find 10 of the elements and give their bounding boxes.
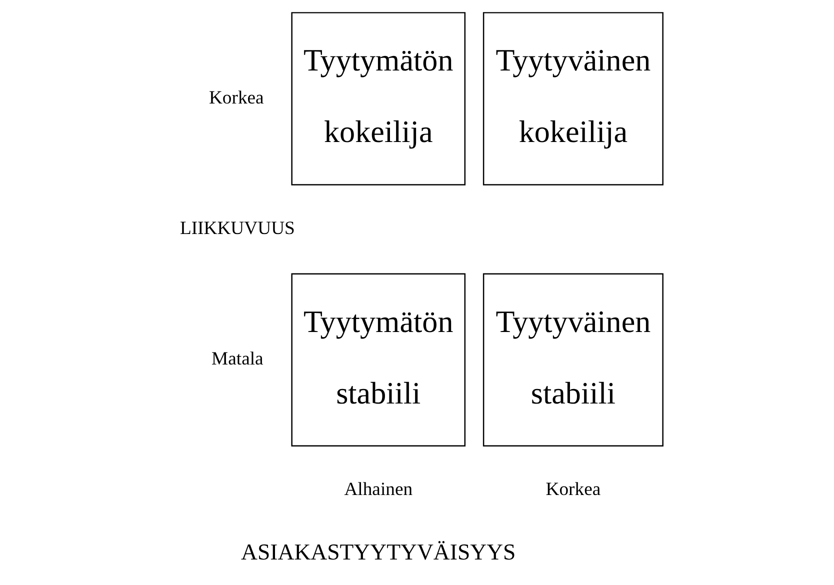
- label: Matala: [211, 348, 263, 370]
- label: ASIAKASTYYTYVÄISYYS: [240, 539, 516, 564]
- node-box: Tyytymätön kokeilija: [290, 12, 466, 186]
- node-box: Tyytyväinen kokeilija: [482, 12, 663, 186]
- node-box: Tyytymätön stabiili: [290, 273, 466, 446]
- label: Korkea: [208, 87, 264, 108]
- label: Alhainen: [344, 479, 412, 500]
- label: LIIKKUVUUS: [179, 218, 294, 239]
- label: Korkea: [545, 479, 600, 500]
- node-box: Tyytyväinen stabiili: [482, 273, 663, 446]
